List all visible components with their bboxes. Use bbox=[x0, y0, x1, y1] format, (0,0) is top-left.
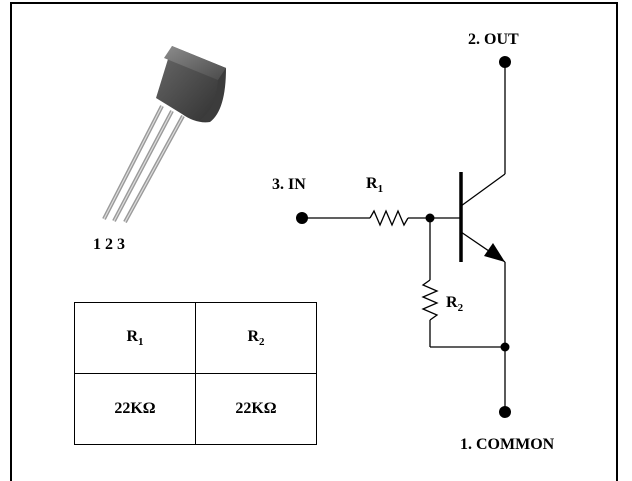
emitter-arrow bbox=[484, 243, 505, 262]
table-row: 22KΩ 22KΩ bbox=[74, 373, 317, 445]
common-label: 1. COMMON bbox=[460, 436, 555, 453]
schematic: 2. OUT 3. IN R1 R2 1. COMMON bbox=[272, 31, 555, 453]
table-cell: 22KΩ bbox=[195, 373, 317, 445]
table-header-cell: R1 bbox=[74, 302, 196, 374]
table-cell: 22KΩ bbox=[74, 373, 196, 445]
transistor-body-top bbox=[164, 46, 226, 80]
pin-numbers: 1 2 3 bbox=[93, 236, 125, 253]
out-label: 2. OUT bbox=[468, 31, 519, 48]
diagram-frame bbox=[10, 2, 618, 481]
resistor-value-table: R1 R2 22KΩ 22KΩ bbox=[74, 302, 317, 445]
r1-label: R1 bbox=[366, 175, 383, 195]
in-label: 3. IN bbox=[272, 176, 306, 193]
transistor-leads bbox=[102, 105, 185, 223]
common-terminal bbox=[499, 406, 511, 418]
r2-resistor bbox=[421, 279, 439, 321]
r2-label: R2 bbox=[446, 294, 464, 314]
table-header-cell: R2 bbox=[195, 302, 317, 374]
transistor-body-curve bbox=[200, 68, 226, 122]
transistor-package: 1 2 3 bbox=[93, 46, 226, 253]
table-header-row: R1 R2 bbox=[74, 302, 317, 374]
r1-resistor bbox=[369, 209, 409, 227]
common-junction bbox=[500, 342, 510, 352]
collector-lead bbox=[460, 173, 506, 207]
